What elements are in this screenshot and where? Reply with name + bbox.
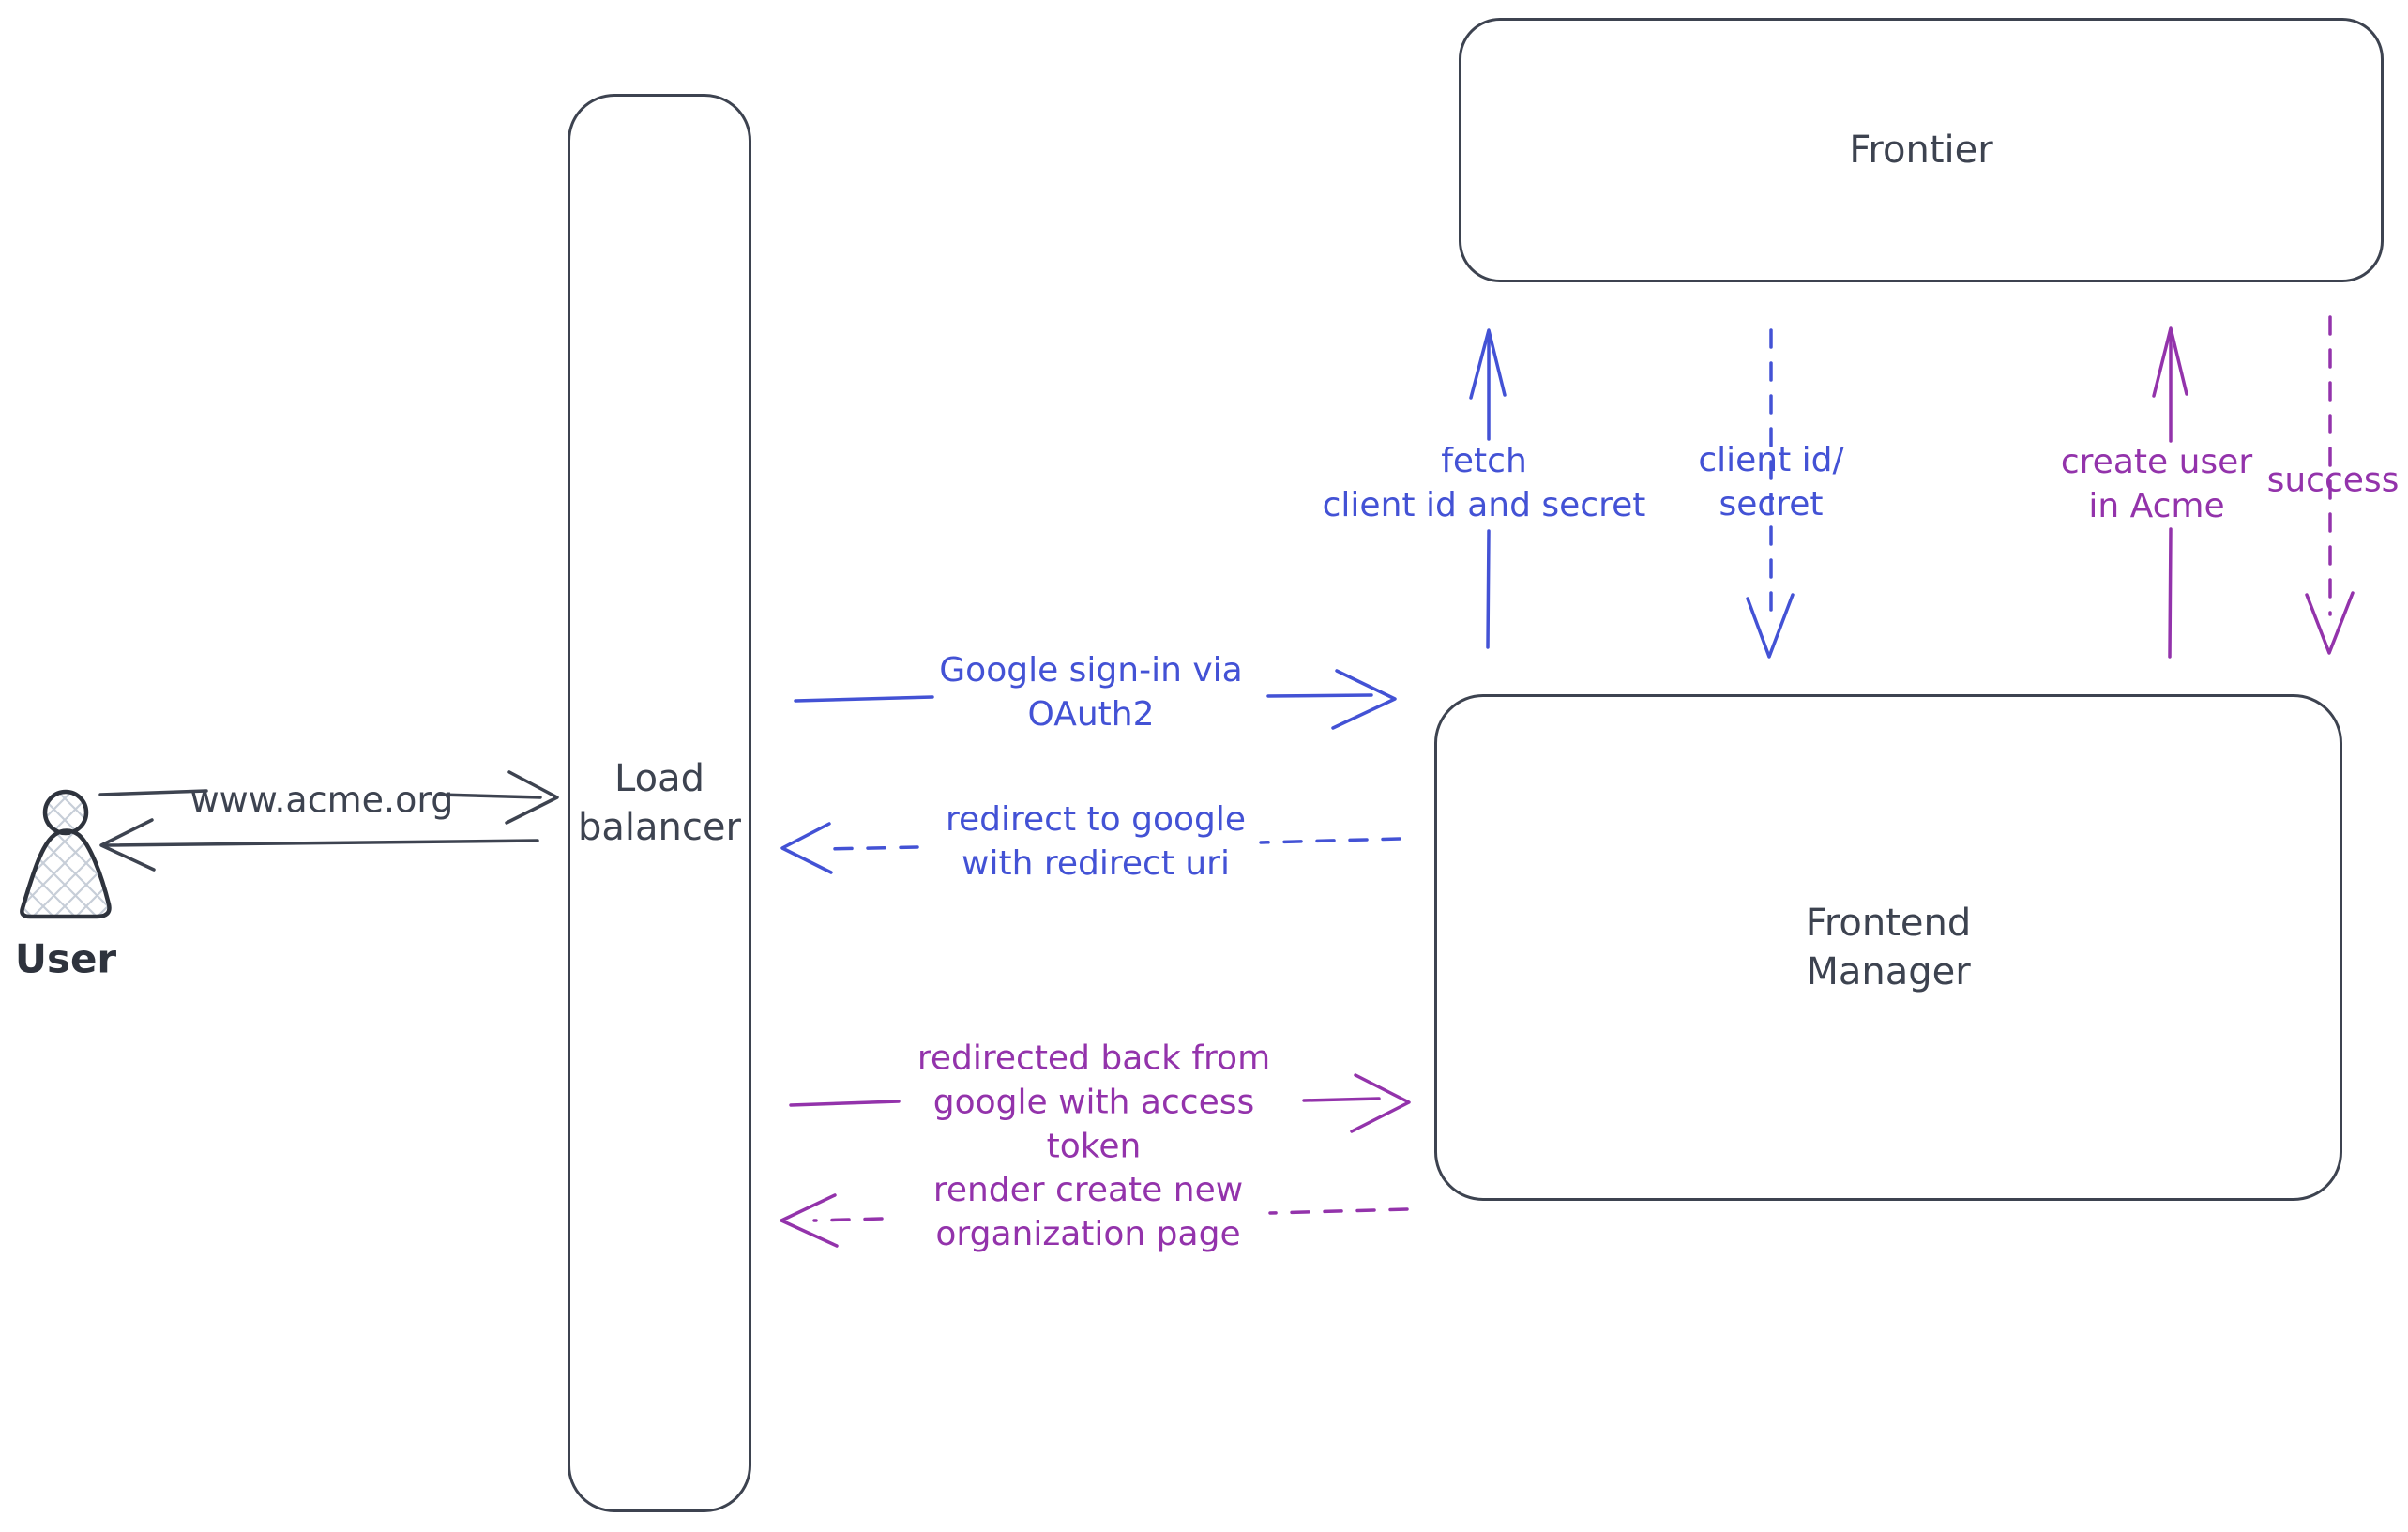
arrowhead-left xyxy=(780,822,833,874)
edge-label-success: success xyxy=(2266,461,2400,500)
frontend-manager-box: Frontend Manager xyxy=(1434,694,2342,1201)
edge-label-fetch-secret: fetch client id and secret xyxy=(1322,442,1646,524)
arrow-google-signin xyxy=(794,669,1397,730)
frontier-box: Frontier xyxy=(1459,18,2384,282)
arrowhead-left xyxy=(99,818,156,872)
edge-label-redirected-back: redirected back from google with access … xyxy=(916,1039,1271,1166)
frontend-manager-label: Frontend Manager xyxy=(1805,902,1972,994)
arrowhead-up xyxy=(2152,326,2188,398)
load-balancer-box: Load balancer xyxy=(568,94,751,1512)
edge-label-google-signin: Google sign-in via OAuth2 xyxy=(939,651,1243,734)
load-balancer-label: Load balancer xyxy=(578,757,741,849)
person-icon xyxy=(20,789,112,919)
edge-label-create-user: create user in Acme xyxy=(2060,443,2253,525)
arrowhead-right xyxy=(1350,1073,1411,1133)
person-body xyxy=(20,828,112,919)
arrowhead-left xyxy=(780,1193,839,1248)
arrow-render-create xyxy=(780,1193,1409,1248)
person-head xyxy=(42,789,89,836)
arrowhead-right xyxy=(1331,669,1397,730)
edge-label-client-id-secret: client id/ secret xyxy=(1698,441,1844,523)
frontier-label: Frontier xyxy=(1849,129,1993,172)
edge-label-redirect-google: redirect to google with redirect uri xyxy=(945,800,1247,883)
user-label: User xyxy=(14,935,117,982)
arrowhead-right xyxy=(505,770,559,825)
arrow-lb-to-user xyxy=(99,818,539,872)
arrow-redirected-back xyxy=(789,1073,1411,1133)
arrow-client-id-secret xyxy=(1746,328,1795,659)
edge-label-www-acme: www.acme.org xyxy=(189,779,454,821)
arrow-success xyxy=(2305,315,2355,655)
arrowhead-up xyxy=(1469,328,1507,400)
edge-label-render-create: render create new organization page xyxy=(932,1171,1244,1253)
arrow-create-user xyxy=(2152,326,2188,659)
arrow-www-acme xyxy=(98,770,559,825)
arrow-fetch-secret xyxy=(1469,328,1507,649)
arrowhead-down xyxy=(1746,593,1795,659)
arrow-redirect-google xyxy=(780,822,1401,874)
arrowhead-down xyxy=(2305,591,2355,655)
